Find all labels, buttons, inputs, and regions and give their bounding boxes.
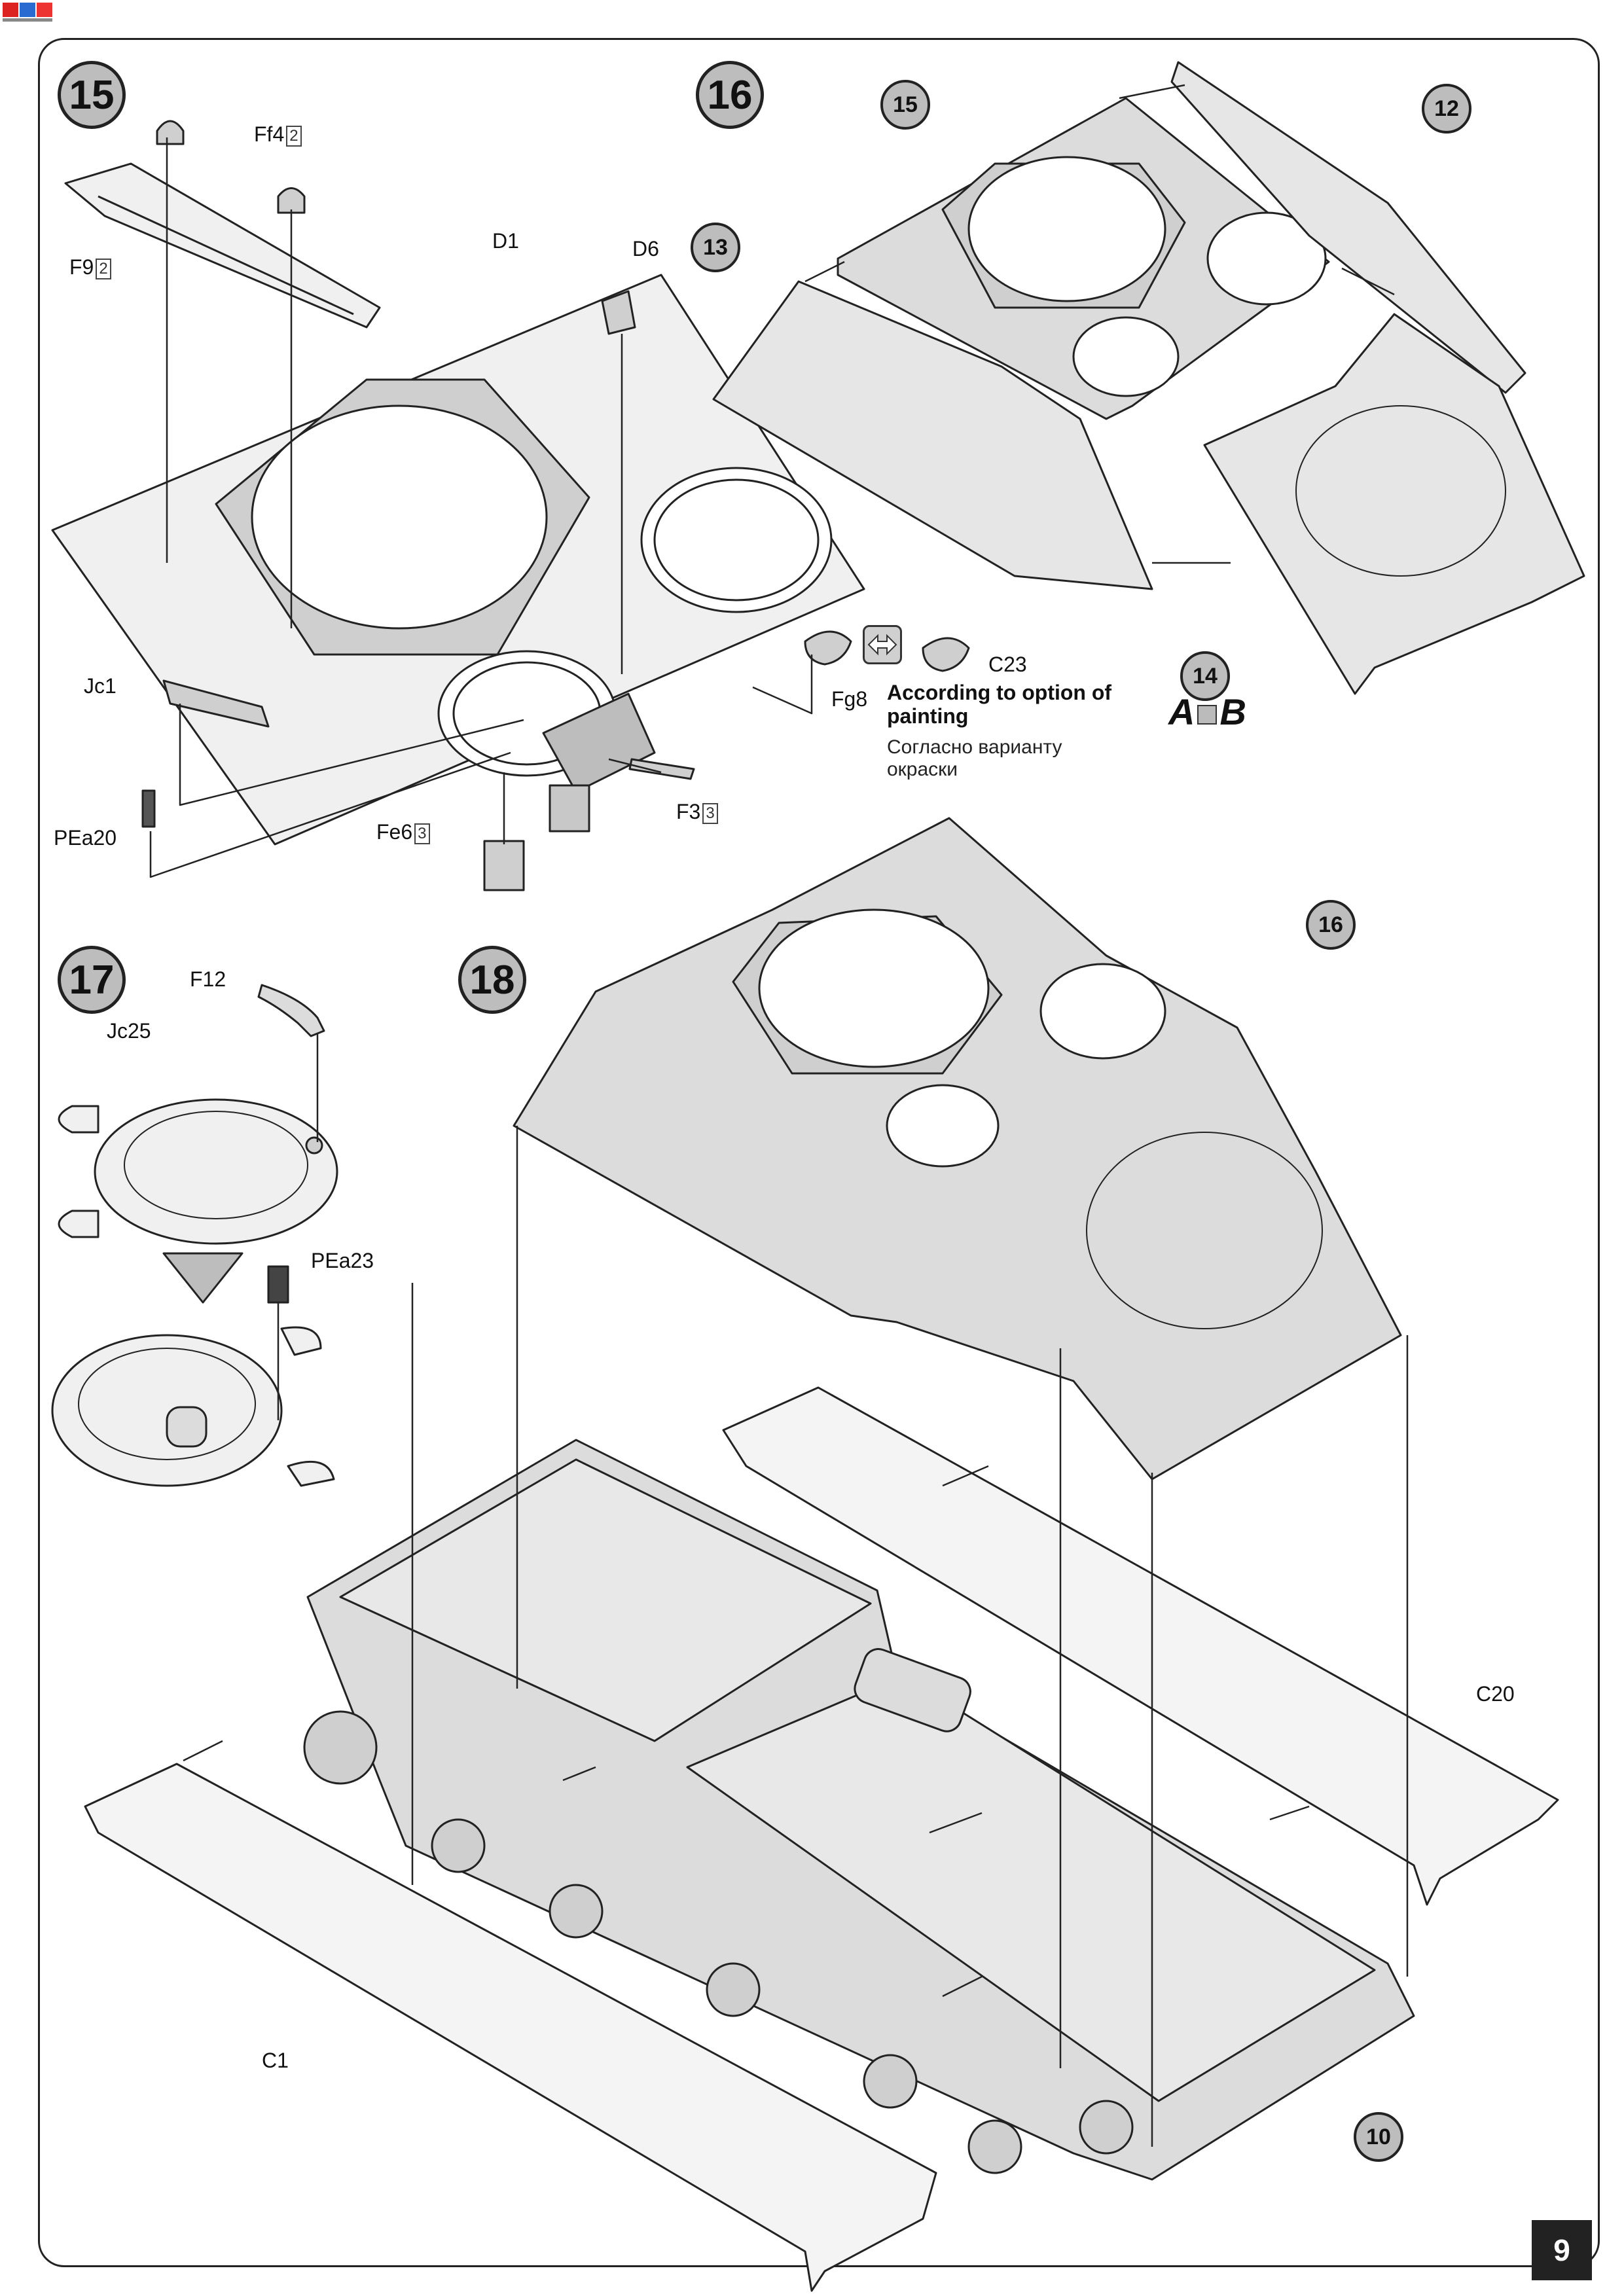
part-top-hook xyxy=(156,120,185,145)
callout-10: 10 xyxy=(1354,2112,1403,2162)
hatch-jc25-assembled xyxy=(51,1326,335,1487)
part-d6 xyxy=(601,290,636,335)
label-f12: F12 xyxy=(190,967,226,991)
part-c23 xyxy=(922,637,970,672)
part-pea20 xyxy=(141,789,156,828)
painting-note-en: According to option of painting xyxy=(887,681,1112,728)
label-c1: C1 xyxy=(262,2049,289,2072)
option-a: A xyxy=(1168,691,1195,732)
part-pea23 xyxy=(267,1265,289,1304)
step-17-badge: 17 xyxy=(58,946,126,1014)
publisher-logo xyxy=(3,3,52,22)
label-d6: D6 xyxy=(632,237,659,260)
part-f3 xyxy=(628,758,695,780)
pistol-port-rod-f9 xyxy=(64,162,381,329)
fender-c20 xyxy=(722,1386,1559,1906)
label-fg8: Fg8 xyxy=(831,687,868,711)
step-16-badge: 16 xyxy=(696,61,764,129)
label-d1: D1 xyxy=(492,229,519,253)
turret-assembly-16 xyxy=(712,61,1585,695)
page-number: 9 xyxy=(1532,2220,1592,2280)
part-fe6 xyxy=(483,840,525,891)
callout-13: 13 xyxy=(691,223,740,272)
option-b: B xyxy=(1219,691,1246,732)
label-jc25: Jc25 xyxy=(107,1019,151,1043)
quantity-3: 3 xyxy=(702,802,718,824)
two-way-arrow-icon xyxy=(863,625,902,664)
label-pea20: PEa20 xyxy=(54,826,117,850)
quantity-2: 2 xyxy=(96,258,111,279)
part-f12 xyxy=(257,984,325,1037)
callout-16: 16 xyxy=(1306,900,1356,950)
quantity-3: 3 xyxy=(414,823,430,844)
label-jc1: Jc1 xyxy=(84,674,117,698)
callout-15: 15 xyxy=(880,80,930,130)
callout-12: 12 xyxy=(1422,84,1471,134)
down-arrow xyxy=(162,1252,244,1304)
callout-14: 14 xyxy=(1180,651,1230,701)
step-18-badge: 18 xyxy=(458,946,526,1014)
hatch-jc25 xyxy=(58,1098,338,1245)
part-jc1 xyxy=(162,679,270,728)
label-pea23: PEa23 xyxy=(311,1249,374,1272)
label-c20: C20 xyxy=(1476,1682,1515,1706)
quantity-2: 2 xyxy=(286,125,302,147)
roof-plate-d1 xyxy=(51,274,865,846)
part-ff4 xyxy=(277,187,306,214)
step-15-badge: 15 xyxy=(58,61,126,129)
label-c23: C23 xyxy=(988,653,1027,676)
turret-on-hull-18 xyxy=(513,817,1402,1480)
painting-note-ru: Согласно варианту окраски xyxy=(887,736,1062,780)
hull-10 xyxy=(303,1439,1415,2181)
two-way-arrow-icon xyxy=(1197,705,1218,725)
fender-c1 xyxy=(84,1763,937,2292)
